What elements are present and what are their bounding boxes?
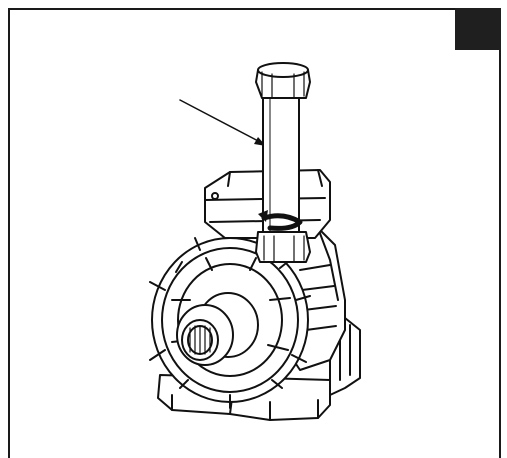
step-number-badge (455, 8, 501, 50)
discharge-pipe (255, 62, 311, 263)
leader-arrow-icon (179, 99, 266, 146)
inlet-nozzle (176, 292, 259, 366)
rotation-arrow-icon (258, 210, 303, 231)
figure-frame (8, 8, 501, 458)
